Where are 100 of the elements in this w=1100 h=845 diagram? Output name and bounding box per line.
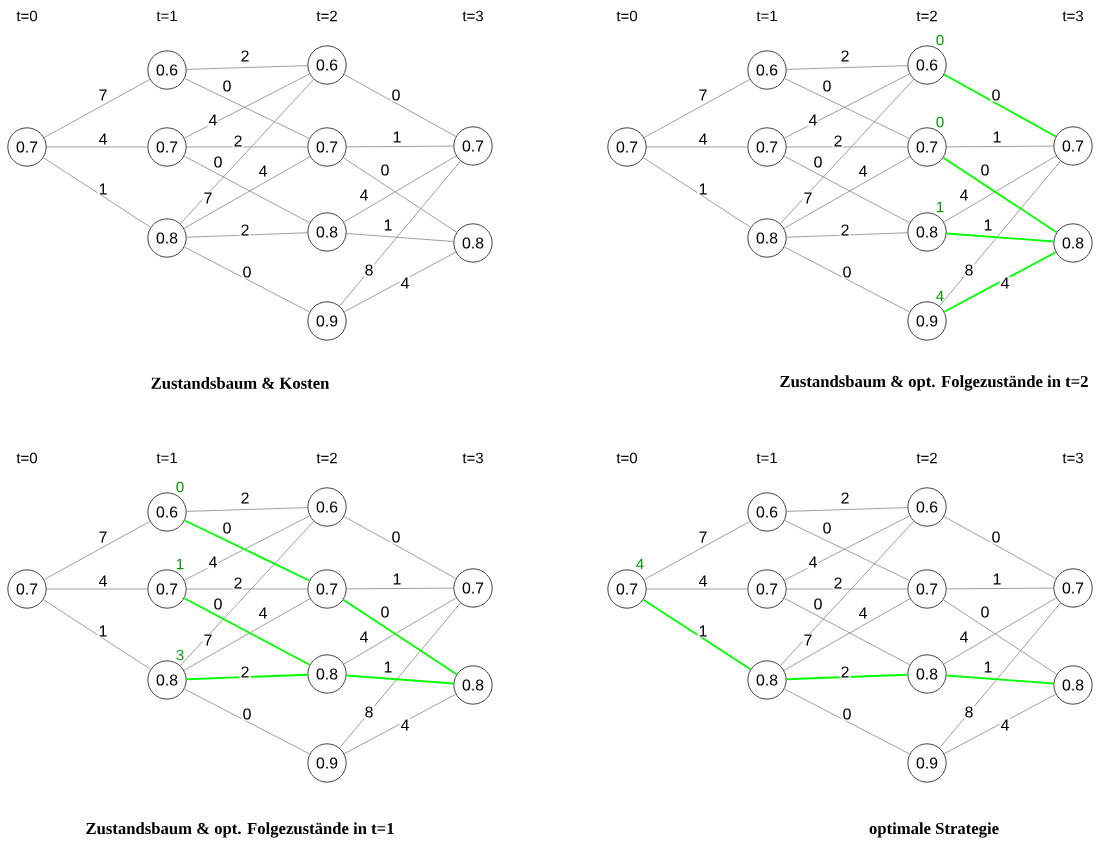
edge-line (642, 598, 752, 671)
edge-label: 0 (212, 597, 224, 611)
edge-line (786, 232, 908, 238)
edge-line (643, 157, 751, 228)
edge-line (939, 602, 1061, 749)
edge-line (945, 674, 1055, 685)
edge-line (643, 79, 751, 138)
edge-label: 7 (802, 191, 814, 205)
time-label: t=2 (316, 452, 337, 464)
edge-line (343, 155, 457, 223)
edge-line (943, 599, 1057, 675)
edge-label: 7 (202, 191, 214, 205)
edge-label: 0 (390, 88, 402, 102)
edge-label: 0 (812, 597, 824, 611)
edge-label: 0 (379, 605, 391, 619)
edge-line (343, 157, 457, 233)
edge-label: 4 (807, 113, 819, 127)
edge-label: 8 (963, 705, 975, 719)
edge-label: 1 (382, 218, 394, 232)
edge-label: 1 (97, 624, 109, 638)
edge-line (343, 597, 457, 665)
edge-line (179, 521, 315, 666)
edge-label: 1 (991, 130, 1003, 144)
edge-label: 7 (802, 633, 814, 647)
edge-label: 1 (391, 130, 403, 144)
edge-line (186, 588, 308, 590)
edge-line (643, 521, 751, 580)
edge-line (946, 145, 1054, 148)
edge-line (343, 74, 457, 137)
edge-label: 0 (221, 79, 233, 93)
edge-label: 4 (399, 718, 411, 732)
edge-label: 4 (697, 132, 709, 146)
edge-label: 0 (241, 265, 253, 279)
edge-label: 2 (232, 134, 244, 148)
edge-line (186, 65, 308, 70)
edge-label: 4 (399, 276, 411, 290)
edge-line (343, 516, 457, 579)
caption: Zustandsbaum & opt. Folgezustände in t=1 (86, 822, 394, 838)
time-label: t=2 (916, 452, 937, 464)
edge-line (942, 156, 1058, 234)
edge-label: 0 (841, 707, 853, 721)
edge-line (43, 157, 151, 228)
value-label: 0 (936, 116, 944, 128)
edge-label: 7 (697, 530, 709, 544)
edge-label: 4 (358, 188, 370, 202)
edge-line (345, 674, 455, 685)
edge-line (945, 232, 1055, 243)
edge-label: 4 (857, 164, 869, 178)
edge-label: 4 (97, 574, 109, 588)
edge-label: 1 (697, 624, 709, 638)
edge-line (779, 79, 915, 224)
edge-label: 4 (97, 132, 109, 146)
edge-line (786, 507, 908, 512)
edge-label: 1 (97, 182, 109, 196)
value-label: 0 (936, 34, 944, 46)
edge-line (943, 73, 1057, 138)
edge-label: 0 (979, 163, 991, 177)
edge-label: 2 (839, 223, 851, 237)
edge-line (786, 65, 908, 70)
caption: optimale Strategie (869, 822, 999, 838)
edge-line (779, 521, 915, 666)
edge-label: 7 (697, 88, 709, 102)
value-label: 0 (176, 481, 184, 493)
time-label: t=2 (916, 10, 937, 22)
edge-label: 2 (239, 491, 251, 505)
value-label: 3 (176, 649, 184, 661)
edge-label: 4 (857, 606, 869, 620)
edge-label: 4 (999, 276, 1011, 290)
time-label: t=0 (616, 10, 638, 22)
edge-label: 0 (812, 155, 824, 169)
time-label: t=3 (462, 10, 483, 22)
edge-line (346, 587, 454, 590)
edge-label: 1 (391, 572, 403, 586)
edge-line (342, 598, 458, 676)
edge-line (184, 246, 310, 313)
edge-line (43, 599, 151, 670)
time-label: t=3 (1062, 452, 1083, 464)
edge-label: 2 (832, 134, 844, 148)
edge-label: 0 (241, 707, 253, 721)
edge-label: 2 (239, 49, 251, 63)
edge-label: 2 (239, 223, 251, 237)
edge-label: 0 (390, 530, 402, 544)
edge-line (946, 587, 1054, 590)
edge-line (186, 232, 308, 238)
time-label: t=1 (756, 452, 777, 464)
value-label: 1 (937, 201, 944, 213)
edge-line (786, 146, 908, 148)
edge-label: 1 (697, 182, 709, 196)
edge-line (646, 588, 748, 590)
time-label: t=3 (462, 452, 483, 464)
edge-label: 2 (839, 665, 851, 679)
time-label: t=0 (16, 452, 38, 464)
edge-label: 8 (363, 705, 375, 719)
time-label: t=0 (616, 452, 638, 464)
edge-line (943, 597, 1057, 665)
edge-label: 0 (379, 163, 391, 177)
edge-line (943, 516, 1057, 579)
edge-label: 0 (979, 605, 991, 619)
edge-label: 1 (982, 218, 994, 232)
edge-label: 0 (821, 521, 833, 535)
